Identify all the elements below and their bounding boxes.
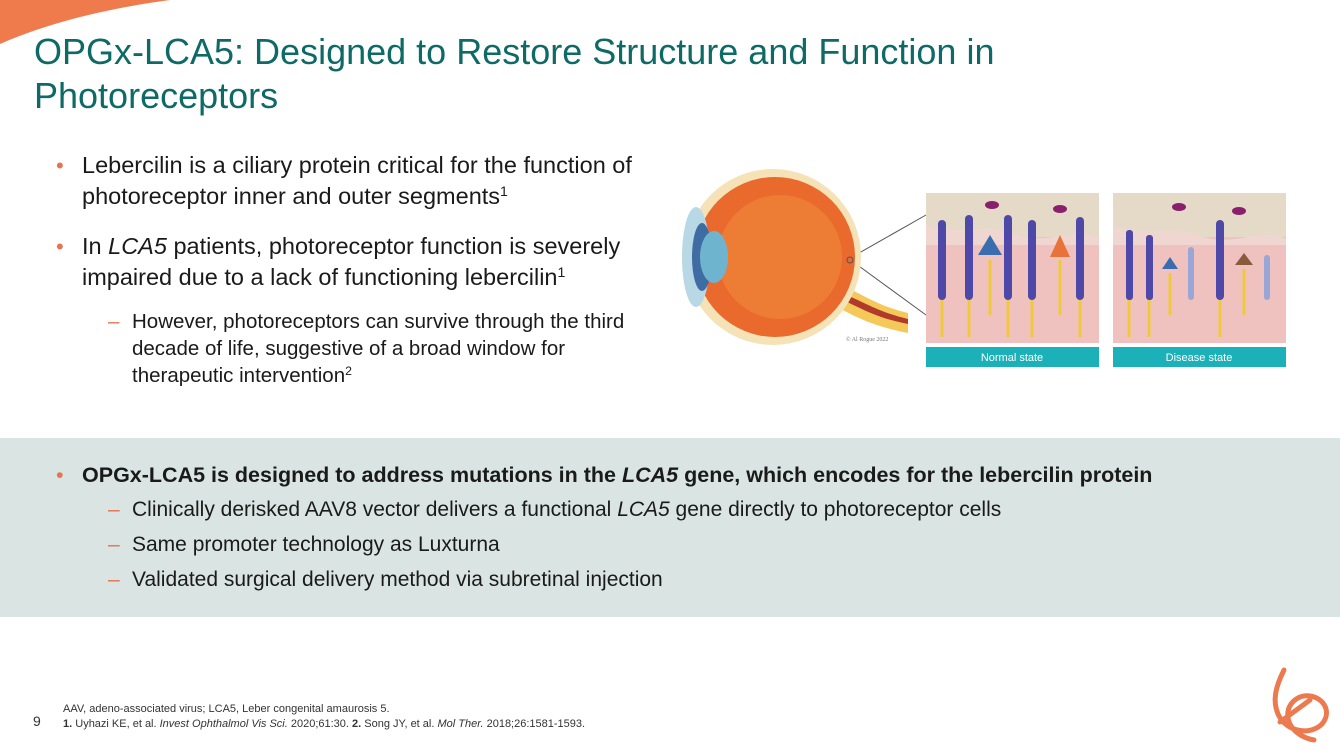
band-bullets: • OPGx-LCA5 is designed to address mutat… (56, 460, 1316, 599)
bullet-text-post: gene, which encodes for the lebercilin p… (678, 463, 1153, 487)
ref-journal: Invest Ophthalmol Vis Sci. (159, 718, 288, 730)
normal-state-label-bg (926, 347, 1099, 367)
ref-number: 1. (63, 718, 73, 730)
footnotes: AAV, adeno-associated virus; LCA5, Leber… (63, 702, 585, 732)
sub-bullet-dash: – (108, 310, 120, 333)
company-logo-icon (1272, 667, 1329, 743)
zoom-line-bottom (851, 260, 927, 316)
ref-sup: 2 (345, 363, 352, 378)
normal-retina-panel (926, 193, 1099, 343)
normal-state-label: Normal state (981, 352, 1043, 364)
artist-signature: © Al Rogue 2022 (846, 336, 888, 343)
bullet-opgx-design: • OPGx-LCA5 is designed to address mutat… (56, 460, 1316, 490)
page-number: 9 (33, 713, 41, 729)
eye-retina-figure: © Al Rogue 2022 Normal sta (668, 165, 1293, 375)
disease-state-label: Disease state (1166, 352, 1233, 364)
footnote-abbreviations: AAV, adeno-associated virus; LCA5, Leber… (63, 703, 390, 715)
bullet-dot: • (56, 463, 64, 487)
ref-authors: Song JY, et al. (361, 718, 438, 730)
disease-state-label-bg (1113, 347, 1286, 367)
gene-name: LCA5 (108, 233, 167, 259)
ref-sup: 1 (557, 263, 566, 280)
bullet-text-pre: In (82, 233, 109, 259)
sub-bullet-dash: – (108, 568, 120, 591)
bullet-text: Lebercilin is a ciliary protein critical… (82, 152, 632, 209)
ref-journal: Mol Ther. (437, 718, 484, 730)
zoom-line-top (851, 214, 927, 258)
highlight-band (0, 438, 1340, 617)
sub-bullet-aav8: – Clinically derisked AAV8 vector delive… (56, 494, 1316, 526)
slide-title: OPGx-LCA5: Designed to Restore Structure… (34, 31, 995, 116)
sub-bullet-text: Validated surgical delivery method via s… (132, 568, 663, 591)
footnote-references: 1. Uyhazi KE, et al. Invest Ophthalmol V… (63, 717, 585, 732)
ref-sup: 1 (500, 182, 508, 199)
ref-details: 2020;61:30. (287, 718, 353, 730)
disease-retina-panel (1113, 193, 1286, 343)
corner-accent (0, 0, 170, 44)
sub-bullet-text-post: gene directly to photoreceptor cells (669, 498, 1002, 521)
bullet-text-post: patients, photoreceptor function is seve… (82, 233, 621, 290)
bullet-lebercilin: • Lebercilin is a ciliary protein critic… (56, 150, 666, 215)
lens (700, 231, 728, 283)
sub-bullet-dash: – (108, 498, 120, 521)
intro-bullets: • Lebercilin is a ciliary protein critic… (56, 150, 666, 392)
gene-name: LCA5 (621, 463, 679, 487)
sub-bullet-survival: – However, photoreceptors can survive th… (56, 308, 666, 392)
eye-illustration: © Al Rogue 2022 Normal sta (682, 169, 1286, 367)
sub-bullet-text-pre: Clinically derisked AAV8 vector delivers… (132, 498, 618, 521)
bullet-text-pre: OPGx-LCA5 is designed to address mutatio… (82, 463, 622, 487)
sub-bullet-dash: – (108, 533, 120, 556)
sub-bullet-surgical: – Validated surgical delivery method via… (56, 564, 1316, 596)
bullet-lca5-patients: • In LCA5 patients, photoreceptor functi… (56, 231, 666, 296)
sub-bullet-text: However, photoreceptors can survive thro… (132, 310, 625, 387)
bullet-dot: • (56, 153, 64, 178)
ref-number: 2. (352, 718, 362, 730)
bullet-dot: • (56, 234, 64, 259)
gene-name: LCA5 (617, 498, 670, 521)
sub-bullet-promoter: – Same promoter technology as Luxturna (56, 529, 1316, 561)
ref-details: 2018;26:1581-1593. (483, 718, 586, 730)
sub-bullet-text: Same promoter technology as Luxturna (132, 533, 500, 556)
ref-authors: Uyhazi KE, et al. (72, 718, 160, 730)
